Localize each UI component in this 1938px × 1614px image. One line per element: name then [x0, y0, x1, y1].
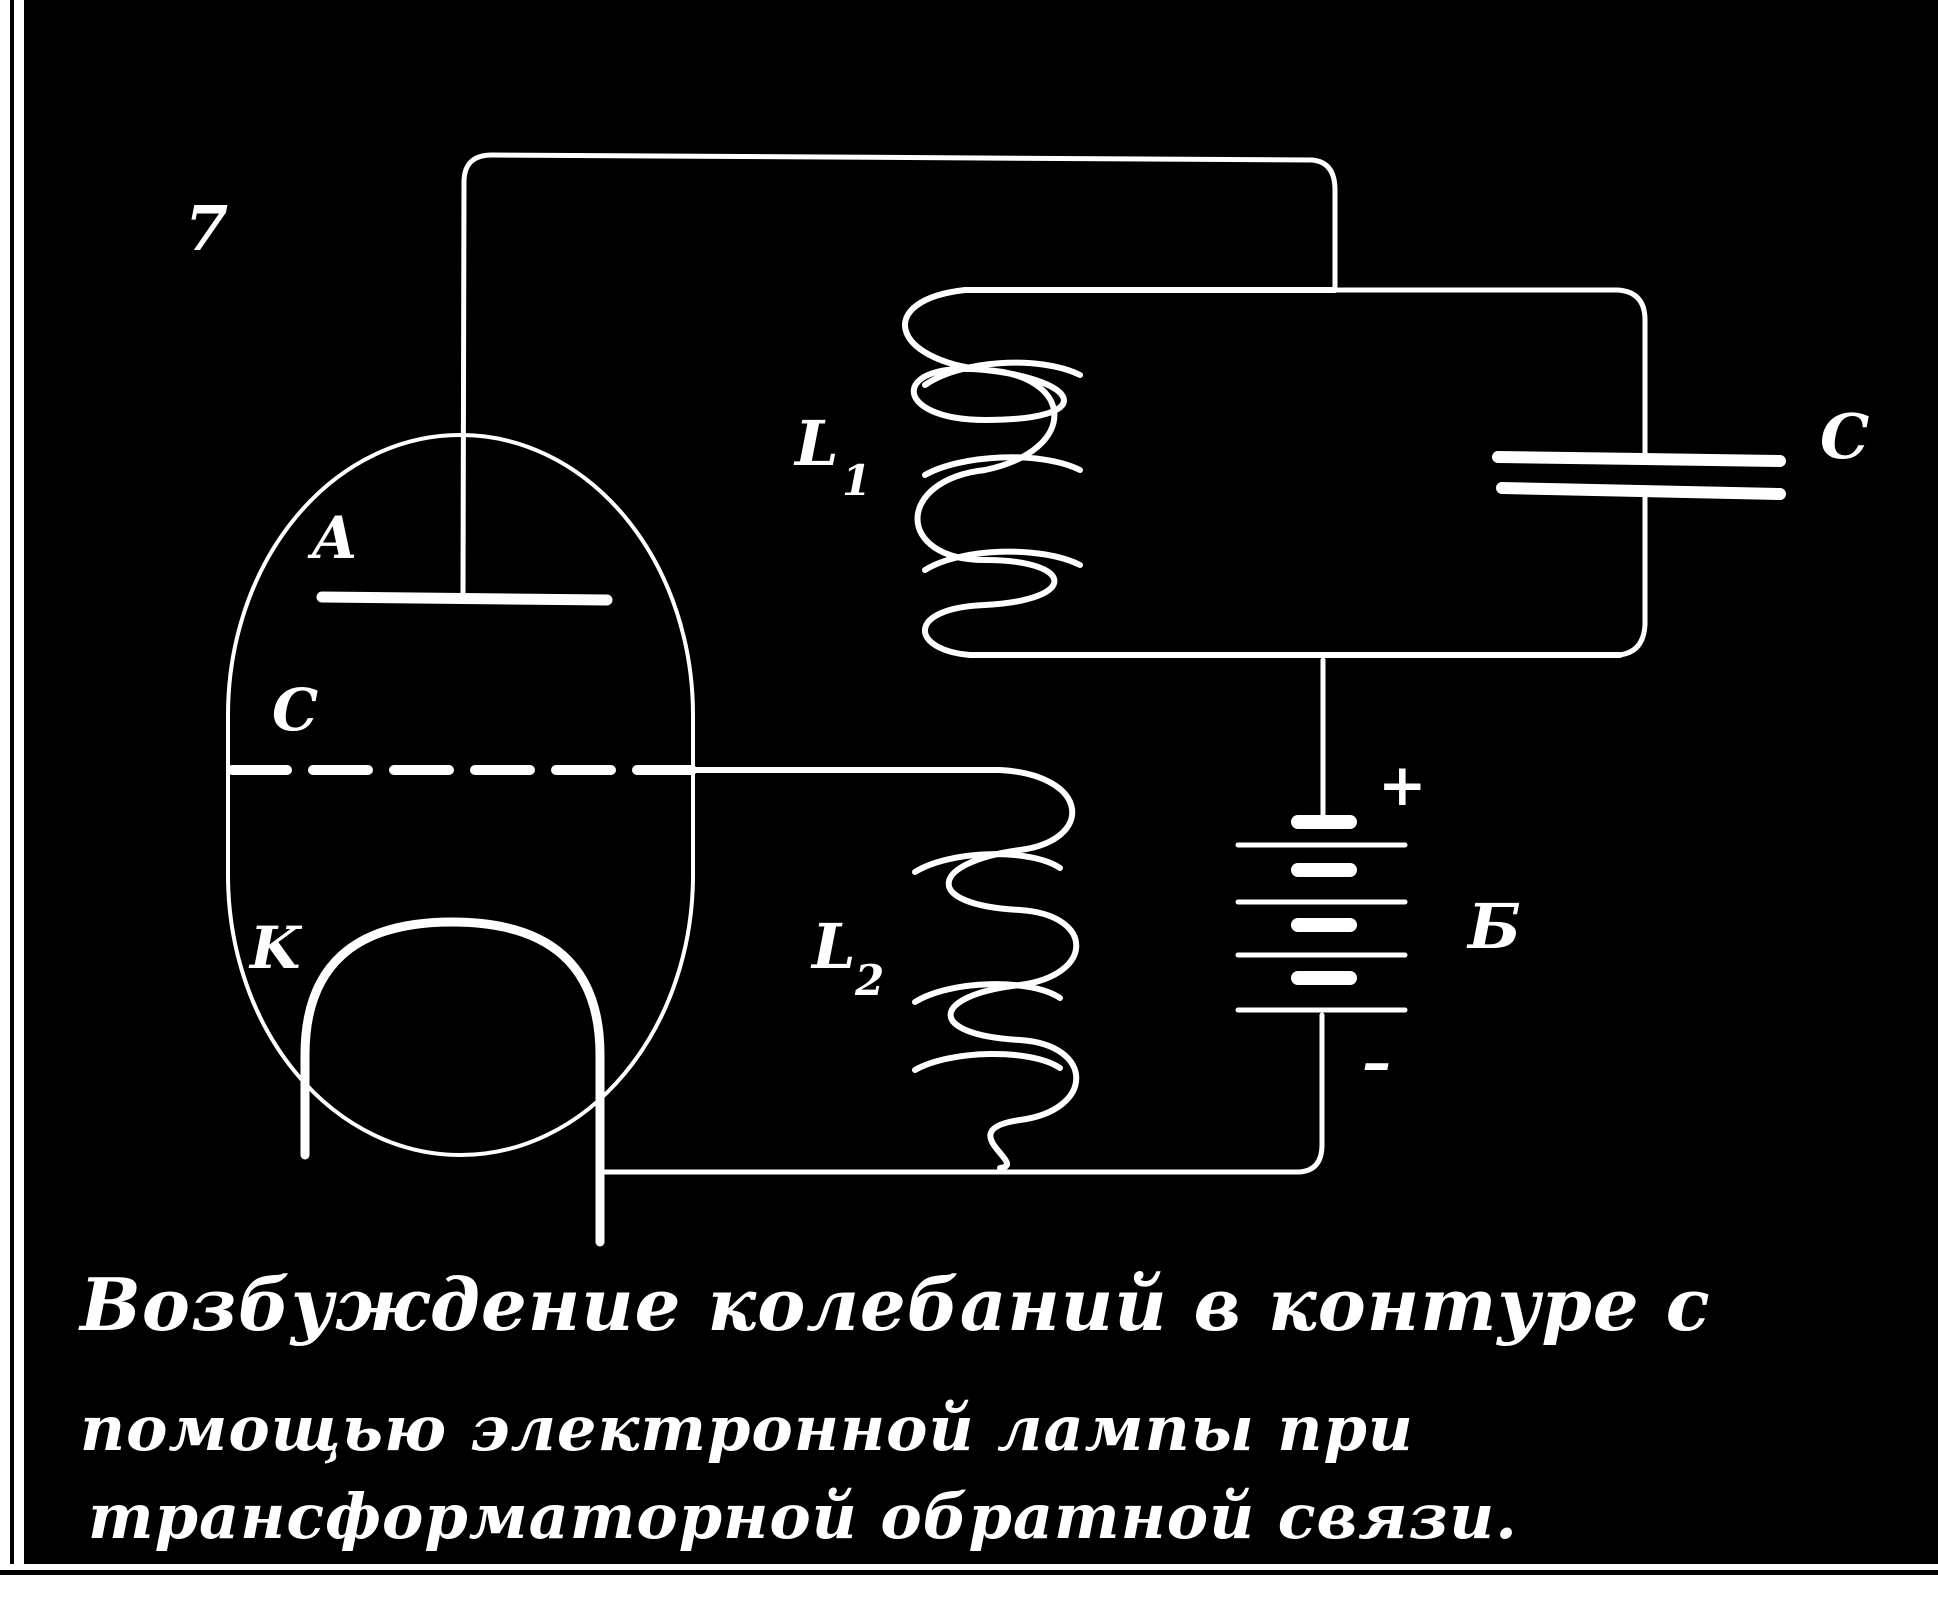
cathode-filament [300, 917, 605, 1247]
tank-circuit-right-wire [1332, 287, 1648, 658]
caption-line-3: трансформаторной обратной связи. [88, 1480, 1518, 1553]
figure-number: 7 [185, 192, 228, 265]
cathode-return-wire [597, 1012, 1325, 1175]
tube-envelope [226, 433, 695, 1157]
capacitor-plate-top [1492, 451, 1786, 467]
coil-l2-label: L [810, 910, 856, 983]
battery-minus-sign: – [1362, 1028, 1391, 1096]
left-border-gap [10, 0, 14, 1609]
bottom-border-line [0, 1570, 1938, 1575]
coil-l1-subscript: 1 [842, 456, 871, 505]
anode-plate [316, 591, 613, 606]
caption-line-1: Возбуждение колебаний в контуре с [80, 1262, 1711, 1347]
caption-line-2: помощью электронной лампы при [80, 1392, 1414, 1465]
capacitor-plate-bottom [1496, 482, 1786, 500]
battery-label: Б [1466, 890, 1521, 963]
grid-label: C [272, 676, 318, 744]
coil-l1-winding [902, 287, 1623, 658]
coil-l1-inner-loops [922, 359, 1083, 573]
capacitor-label: C [1820, 400, 1869, 473]
coil-l2-inner-loops [912, 851, 1063, 1073]
coil-l1-label: L [793, 407, 839, 480]
cathode-label: K [248, 914, 303, 982]
battery-plus-sign: + [1378, 751, 1427, 819]
coil-l2-subscript: 2 [854, 956, 884, 1005]
anode-lead-wire [460, 152, 1338, 597]
anode-label: A [307, 504, 357, 572]
